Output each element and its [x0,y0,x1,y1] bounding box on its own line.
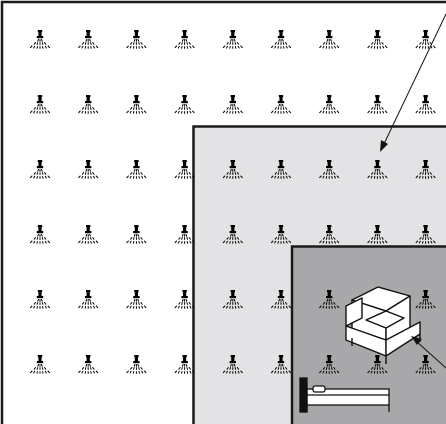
sprinkler-coverage-diagram [0,0,446,424]
